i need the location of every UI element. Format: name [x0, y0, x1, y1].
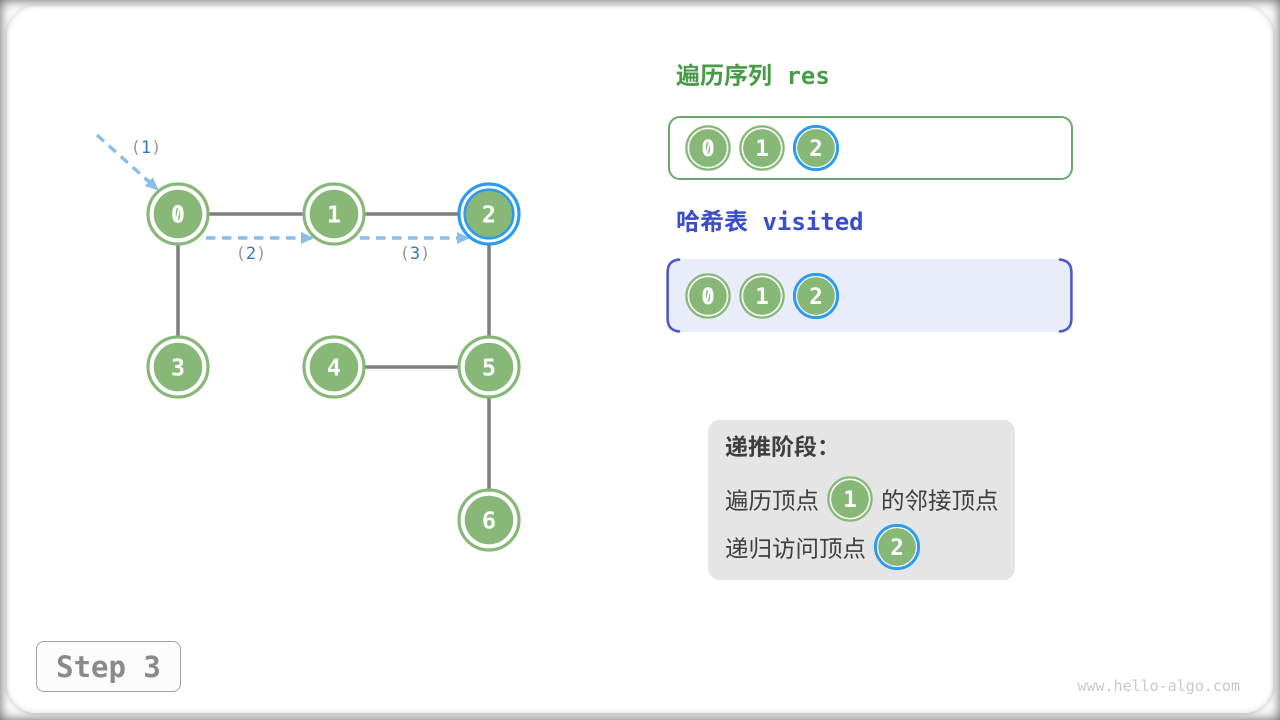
graph-node-5-label: 5: [482, 354, 496, 382]
traversal-arrow-1: [95, 133, 159, 191]
arrow-label-2-close-paren: ): [256, 244, 266, 264]
res-item-2: 2: [793, 125, 839, 171]
info-row-1-node-label: 1: [843, 487, 857, 513]
info-row-1-after: 的邻接顶点: [881, 482, 999, 516]
info-row-1-node: 1: [827, 476, 873, 522]
res-panel-title: 遍历序列 res: [676, 56, 830, 91]
visited-item-1-disc: [743, 276, 781, 315]
res-item-1-disc: [743, 129, 781, 167]
visited-item-1: 1: [739, 272, 785, 319]
visited-panel-title: 哈希表 visited: [676, 202, 864, 237]
arrow-label-1-number: 1: [141, 138, 151, 158]
graph-node-6-disc: [464, 495, 514, 545]
arrow-label-1: (1): [131, 138, 162, 158]
graph-node-2-disc: [463, 188, 515, 240]
visited-item-0-label: 0: [701, 284, 715, 310]
step-badge-label: Step 3: [56, 649, 161, 684]
visited-item-1-label: 1: [755, 284, 769, 310]
res-item-2-label: 2: [809, 136, 823, 162]
info-row-1-node-disc: [831, 480, 869, 518]
info-row-2-before: 递归访问顶点: [725, 530, 866, 564]
graph-node-4: 4: [302, 335, 366, 399]
graph-node-1-disc: [309, 189, 359, 239]
res-item-0-disc: [689, 129, 727, 167]
res-item-0: 0: [685, 125, 731, 171]
graph-node-0-disc: [153, 189, 203, 239]
res-item-1-label: 1: [755, 136, 769, 162]
graph-node-3: 3: [146, 335, 210, 399]
res-item-2-disc: [797, 129, 835, 167]
graph-node-4-label: 4: [327, 354, 341, 382]
res-item-1: 1: [739, 125, 785, 171]
arrow-label-3-open-paren: (: [400, 244, 410, 264]
graph-node-2-label: 2: [482, 201, 496, 229]
graph-node-0: 0: [146, 182, 210, 246]
graph-node-3-label: 3: [171, 354, 185, 382]
arrow-label-3-number: 3: [410, 244, 420, 264]
arrow-label-2-number: 2: [246, 244, 256, 264]
graph-node-1-label: 1: [327, 201, 341, 229]
info-box-heading: 递推阶段：: [725, 428, 840, 462]
graph-node-4-disc: [309, 342, 359, 392]
graph-node-6: 6: [457, 488, 521, 552]
info-row-1-before: 遍历顶点: [725, 482, 819, 516]
visited-item-0-disc: [689, 276, 727, 315]
graph-node-5-disc: [464, 342, 514, 392]
info-row-2-node: 2: [874, 524, 920, 570]
visited-item-2: 2: [793, 272, 839, 319]
visited-item-0: 0: [685, 272, 731, 319]
arrow-label-1-close-paren: ): [151, 138, 161, 158]
graph-node-0-label: 0: [171, 201, 185, 229]
graph-node-3-disc: [153, 342, 203, 392]
graph-node-5: 5: [457, 335, 521, 399]
info-box-row-1: 遍历顶点 1 的邻接顶点: [725, 476, 999, 522]
arrow-label-3-close-paren: ): [420, 244, 430, 264]
visited-panel-tokens: 0 1 2: [663, 257, 1076, 334]
step-badge: Step 3: [36, 641, 181, 692]
res-panel-box: 0 1 2: [668, 116, 1073, 180]
graph-node-2: 2: [457, 182, 521, 246]
visited-box-left-bracket: [666, 258, 681, 333]
arrow-label-2: (2): [236, 244, 267, 264]
graph-node-1: 1: [302, 182, 366, 246]
info-box-row-2: 递归访问顶点 2: [725, 524, 920, 570]
arrow-label-2-open-paren: (: [236, 244, 246, 264]
info-row-2-node-disc: [878, 528, 916, 566]
info-box: 递推阶段： 遍历顶点 1 的邻接顶点 递归访问顶点 2: [708, 420, 1015, 580]
graph-node-6-label: 6: [482, 507, 496, 535]
arrow-label-3: (3): [400, 244, 431, 264]
visited-box-right-bracket: [1058, 258, 1073, 333]
res-item-0-label: 0: [701, 136, 715, 162]
visited-item-2-label: 2: [809, 284, 823, 310]
visited-item-2-disc: [797, 276, 835, 315]
arrow-label-1-open-paren: (: [131, 138, 141, 158]
info-row-2-node-label: 2: [890, 535, 904, 561]
watermark: www.hello-algo.com: [1077, 677, 1240, 695]
